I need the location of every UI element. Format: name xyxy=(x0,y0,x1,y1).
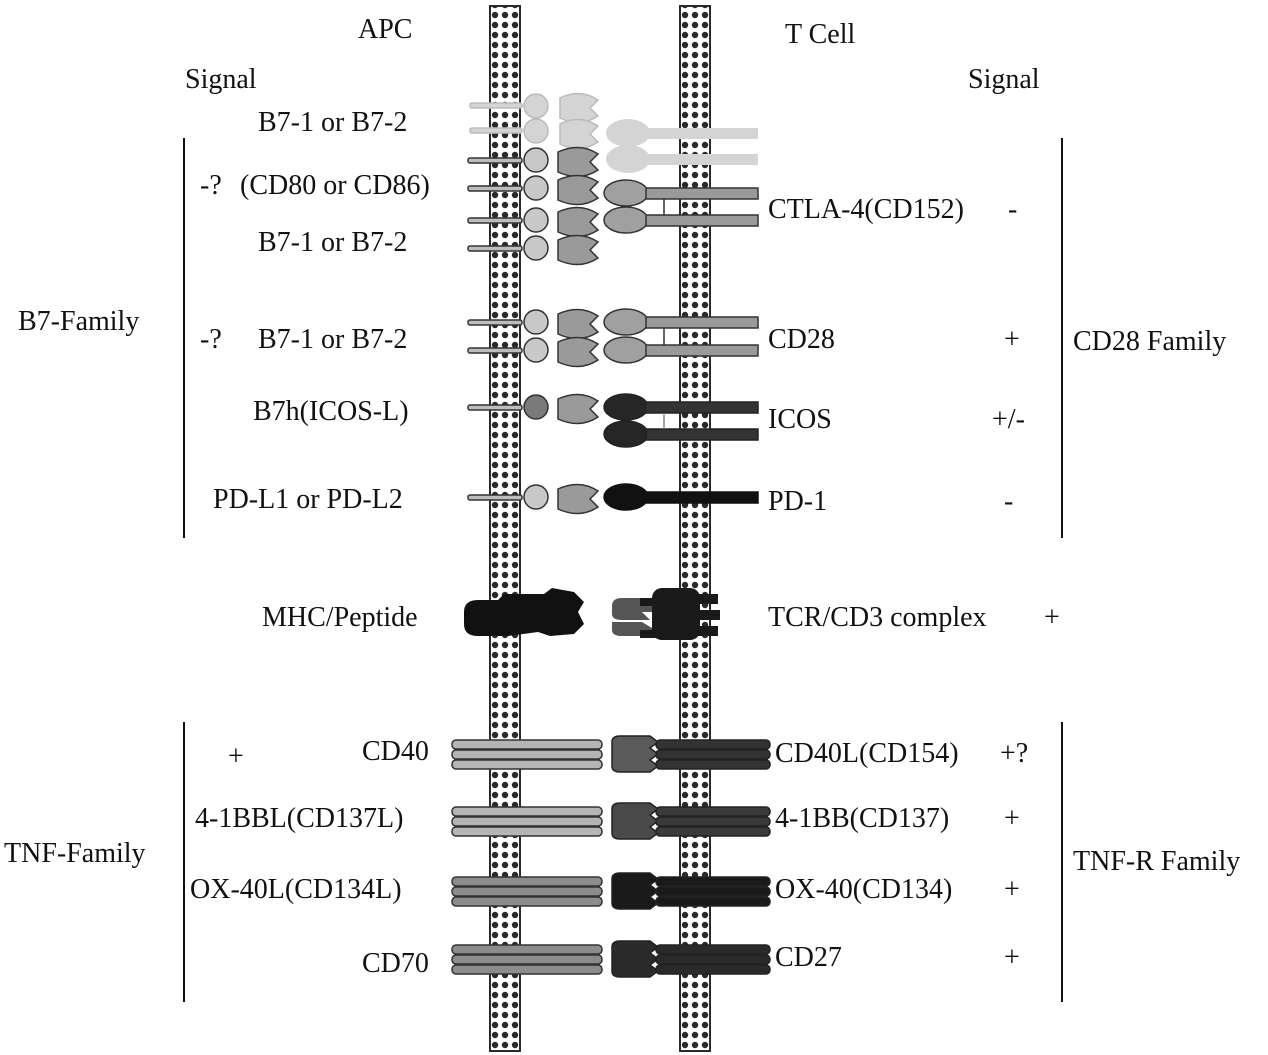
b7-labels: B7-1 or B7-2 -? (CD80 or CD86) CTLA-4(CD… xyxy=(200,107,1025,517)
tnf-row-3-ligand: CD70 xyxy=(362,948,429,979)
b7-row-4-ligand: B7h(ICOS-L) xyxy=(253,396,409,427)
tcell-header: T Cell xyxy=(785,19,855,50)
tnf-ligands xyxy=(451,739,603,975)
tnf-row-2-receptor: OX-40(CD134) xyxy=(775,874,952,905)
b7-row-0-ligand: B7-1 or B7-2 xyxy=(258,107,407,138)
ox40-molecule xyxy=(611,872,771,910)
41bbl-molecule xyxy=(451,806,603,837)
signal-left-header: Signal xyxy=(185,64,257,95)
b7-row-2-ligand: B7-1 or B7-2 xyxy=(258,227,407,258)
tnf-row-1-receptor: 4-1BB(CD137) xyxy=(775,803,949,834)
b7-row-5-receptor: PD-1 xyxy=(768,486,827,517)
b7-row-1-receptor: CTLA-4(CD152) xyxy=(768,194,964,225)
pd1-receptor xyxy=(603,483,759,511)
tcr-signal: + xyxy=(1044,602,1060,633)
tnf-family-label: TNF-Family xyxy=(4,838,146,869)
tnf-row-3-receptor: CD27 xyxy=(775,942,842,973)
b7-ligand-ctla4-group xyxy=(467,146,600,266)
b7-ligand-cd28-group xyxy=(467,308,600,368)
mhc-peptide-complex xyxy=(464,588,584,636)
cd28-family-label: CD28 Family xyxy=(1073,326,1226,357)
b7h-ligand xyxy=(467,393,600,425)
b7-row-1-signal: - xyxy=(1008,194,1017,225)
tnf-row-1-ligand: 4-1BBL(CD137L) xyxy=(195,803,403,834)
tnf-row-0-receptor: CD40L(CD154) xyxy=(775,738,959,769)
41bb-molecule xyxy=(611,802,771,840)
b7-row-3-ligand: B7-1 or B7-2 xyxy=(258,324,407,355)
tnfr-receptors xyxy=(611,735,771,978)
faded-receptor xyxy=(606,119,758,173)
tnf-row-2-ligand: OX-40L(CD134L) xyxy=(190,874,402,905)
cd28-receptor xyxy=(603,308,759,364)
b7-row-3-prefix: -? xyxy=(200,324,222,355)
b7-family-label: B7-Family xyxy=(18,306,139,337)
b7-row-1-prefix: -? xyxy=(200,170,222,201)
tcr-label: TCR/CD3 complex xyxy=(768,602,987,633)
tnf-row-0-signal: +? xyxy=(1000,738,1028,769)
family-brackets xyxy=(183,138,1063,1002)
tnf-row-1-signal: + xyxy=(1004,803,1020,834)
tnf-row-3-signal: + xyxy=(1004,942,1020,973)
pdl-ligand xyxy=(467,483,600,515)
apc-header: APC xyxy=(358,14,412,45)
b7-row-4-receptor: ICOS xyxy=(768,404,832,435)
tnf-row-0-prefix: + xyxy=(228,741,244,772)
icos-receptor xyxy=(603,393,759,448)
cd70-molecule xyxy=(451,944,603,975)
tnfr-family-label: TNF-R Family xyxy=(1073,846,1240,877)
tnf-labels: + CD40 CD40L(CD154) +? 4-1BBL(CD137L) 4-… xyxy=(190,736,1028,979)
b7-row-3-receptor: CD28 xyxy=(768,324,835,355)
cd40l-molecule xyxy=(611,735,771,773)
ox40l-molecule xyxy=(451,876,603,907)
tcr-cd3-complex xyxy=(612,588,720,640)
b7-row-5-ligand: PD-L1 or PD-L2 xyxy=(213,484,403,515)
cd27-molecule xyxy=(611,940,771,978)
b7-row-4-signal: +/- xyxy=(992,404,1025,435)
cd40-molecule xyxy=(451,739,603,770)
b7-row-1-ligand: (CD80 or CD86) xyxy=(240,170,430,201)
tnf-row-0-ligand: CD40 xyxy=(362,736,429,767)
b7-row-5-signal: - xyxy=(1004,486,1013,517)
b7-row-3-signal: + xyxy=(1004,324,1020,355)
ctla4-receptor xyxy=(603,179,759,234)
faded-b7-ligand xyxy=(469,92,600,150)
cd28-receptors xyxy=(603,119,759,511)
signal-right-header: Signal xyxy=(968,64,1040,95)
mhc-label: MHC/Peptide xyxy=(262,602,418,633)
tnf-row-2-signal: + xyxy=(1004,874,1020,905)
b7-ligands xyxy=(467,92,600,515)
